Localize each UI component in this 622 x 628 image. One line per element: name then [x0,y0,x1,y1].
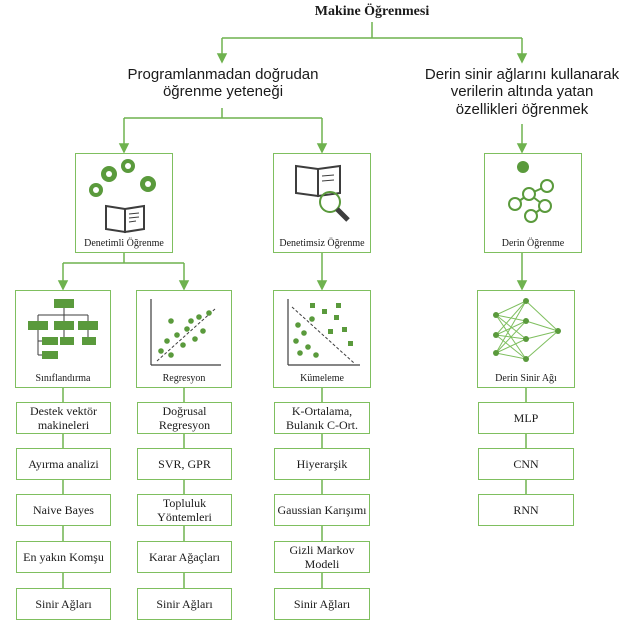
list-item-classification: Naive Bayes [16,494,111,526]
branch-deep-features: Derin sinir ağlarını kullanarak verileri… [424,66,620,118]
list-item-regression: Karar Ağaçları [137,541,232,573]
classification-card: Sınıflandırma [15,290,111,388]
neural-network-icon [493,298,561,362]
page-title: Makine Öğrenmesi [314,4,430,19]
cluster-plot-icon [287,299,360,366]
list-item-deep: RNN [478,494,574,526]
list-item-regression: Topluluk Yöntemleri [137,494,232,526]
nn-node [523,356,529,362]
dnn-label: Derin Sinir Ağı [495,373,557,384]
list-item-regression: SVR, GPR [137,448,232,480]
deep-learning-card: Derin Öğrenme [484,153,582,253]
supervised-learning-card: Denetimli Öğrenme [75,153,173,253]
list-item-clustering: K-Ortalama, Bulanık C-Ort. [274,402,370,434]
nn-node [493,350,499,356]
deep-learning-label: Derin Öğrenme [501,238,565,249]
branch-direct-learning: Programlanmadan doğrudan öğrenme yeteneğ… [127,66,319,101]
regression-card: Regresyon [136,290,232,388]
network-brain-icon [508,161,554,223]
list-item-deep: CNN [478,448,574,480]
list-item-classification: Ayırma analizi [16,448,111,480]
regression-label: Regresyon [162,373,206,384]
tree-chart-icon [28,299,98,359]
list-item-clustering: Sinir Ağları [274,588,370,620]
list-item-clustering: Gaussian Karışımı [274,494,370,526]
clustering-label: Kümeleme [300,373,344,384]
unsupervised-learning-label: Denetimsiz Öğrenme [279,238,365,249]
nn-node [493,312,499,318]
regression-plot-icon [150,299,221,366]
list-item-classification: Sinir Ağları [16,588,111,620]
nn-node [523,298,529,304]
unsupervised-learning-card: Denetimsiz Öğrenme [273,153,371,253]
list-item-regression: Sinir Ağları [137,588,232,620]
gears-book-icon [89,159,156,234]
nn-node [555,328,561,334]
dnn-card: Derin Sinir Ağı [477,290,575,388]
supervised-learning-label: Denetimli Öğrenme [84,238,164,249]
list-item-classification: Destek vektör makineleri [16,402,111,434]
list-item-classification: En yakın Komşu [16,541,111,573]
list-item-regression: Doğrusal Regresyon [137,402,232,434]
nn-node [523,318,529,324]
list-item-deep: MLP [478,402,574,434]
nn-node [523,336,529,342]
classification-label: Sınıflandırma [35,373,91,384]
nn-node [493,332,499,338]
list-item-clustering: Hiyerarşik [274,448,370,480]
book-magnifier-icon [295,164,350,222]
list-item-clustering: Gizli Markov Modeli [274,541,370,573]
clustering-card: Kümeleme [273,290,371,388]
